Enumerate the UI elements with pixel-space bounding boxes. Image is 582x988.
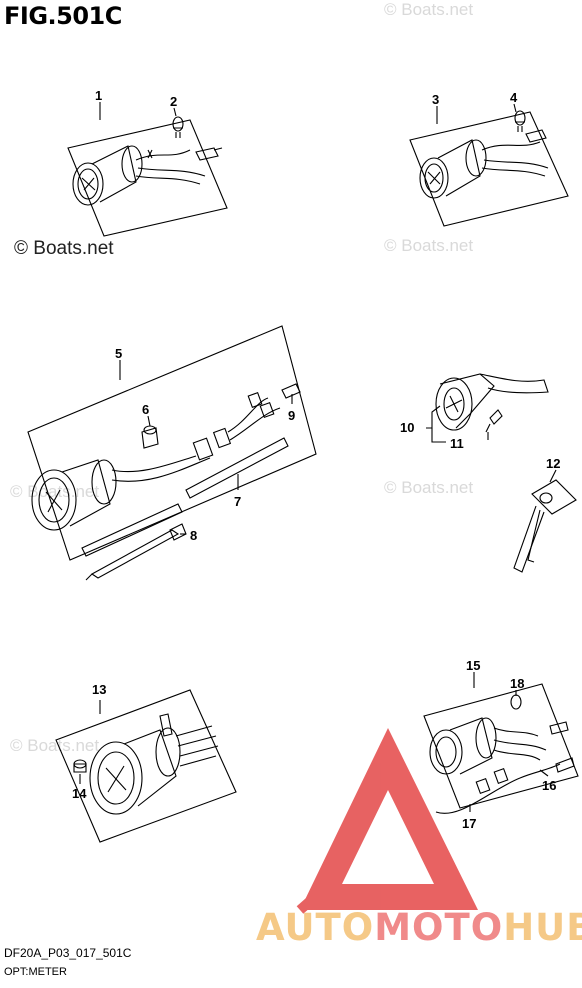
callout-12: 12 — [546, 456, 560, 471]
callout-1: 1 — [95, 88, 102, 103]
brand-part-1: AUTO — [256, 906, 375, 949]
callout-17: 17 — [462, 816, 476, 831]
callout-18: 18 — [510, 676, 524, 691]
watermark-light-4: © Boats.net — [10, 736, 100, 755]
callout-9: 9 — [288, 408, 295, 423]
callout-4: 4 — [510, 90, 518, 105]
callout-3: 3 — [432, 92, 439, 107]
figure-subtitle: OPT:METER — [4, 966, 67, 978]
gauge-13-drawing — [55, 689, 237, 843]
callout-numbers: 1 2 3 4 5 6 7 8 9 10 11 12 13 14 15 16 1… — [72, 88, 560, 831]
brand-part-2: MOTO — [374, 906, 504, 949]
meter-kit-1-drawing — [67, 116, 228, 237]
watermark-dark: © Boats.net — [14, 238, 114, 259]
callout-11: 11 — [450, 436, 464, 451]
bracket-12-drawing — [513, 479, 577, 573]
figure-title: FIG.501C — [4, 2, 122, 30]
callout-6: 6 — [142, 402, 149, 417]
callout-15: 15 — [466, 658, 480, 673]
callout-16: 16 — [542, 778, 556, 793]
callout-14: 14 — [72, 786, 87, 801]
callout-5: 5 — [115, 346, 122, 361]
watermark-light-3: © Boats.net — [384, 478, 474, 497]
callout-13: 13 — [92, 682, 106, 697]
watermark-light-1: © Boats.net — [384, 0, 474, 19]
control-lever-drawing — [435, 373, 549, 433]
brand-logo: AUTOMOTOHUB — [256, 906, 582, 949]
meter-kit-3-drawing — [409, 110, 569, 227]
callout-2: 2 — [170, 94, 177, 109]
warning-triangle-icon — [296, 728, 478, 914]
watermark-light-2: © Boats.net — [384, 236, 474, 255]
figure-code: DF20A_P03_017_501C — [4, 946, 132, 960]
callout-7: 7 — [234, 494, 241, 509]
leader-lines — [79, 102, 557, 812]
gauge-kit-15-drawing — [423, 683, 579, 814]
callout-10: 10 — [400, 420, 414, 435]
brand-part-3: HUB — [503, 906, 582, 949]
meter-kit-5-drawing — [27, 325, 317, 581]
callout-8: 8 — [190, 528, 197, 543]
